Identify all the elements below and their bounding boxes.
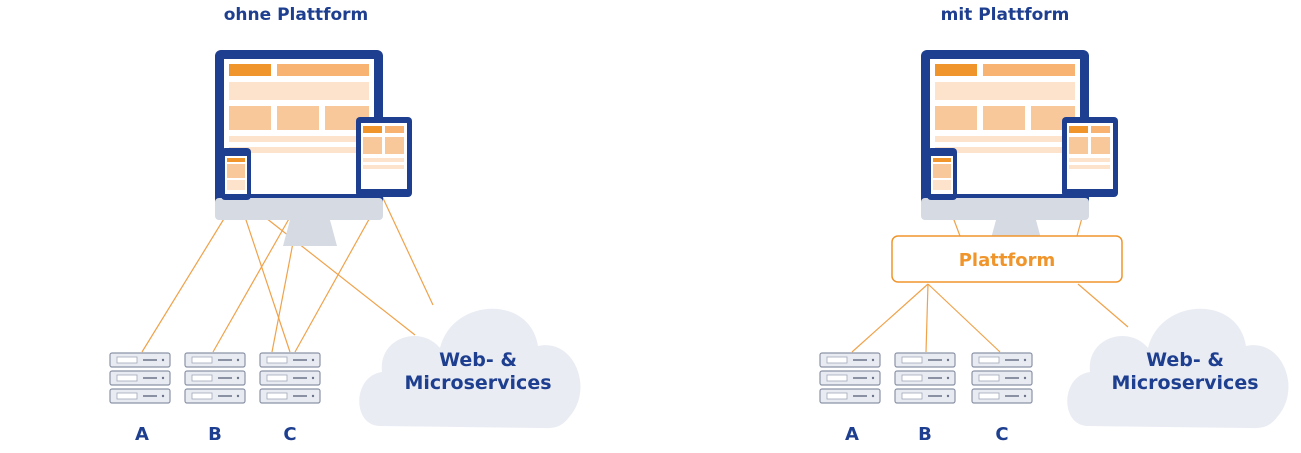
cloud-label-line2: Microservices bbox=[404, 372, 551, 394]
device-group bbox=[921, 50, 1118, 246]
server-rack-b bbox=[185, 353, 245, 403]
title-without-platform: ohne Plattform bbox=[224, 5, 369, 25]
server-label-c: C bbox=[283, 424, 296, 445]
connection-lines bbox=[851, 195, 1129, 353]
server-label-b: B bbox=[918, 424, 932, 445]
server-rack-b bbox=[895, 353, 955, 403]
cloud-label-line2: Microservices bbox=[1111, 372, 1258, 394]
diagram-with-platform: mit Plattform Plattform A B C Web bbox=[820, 5, 1289, 445]
server-label-a: A bbox=[135, 424, 149, 445]
cloud-label-line1: Web- & bbox=[439, 349, 517, 371]
server-rack-a bbox=[820, 353, 880, 403]
platform-label: Plattform bbox=[959, 250, 1056, 271]
server-label-a: A bbox=[845, 424, 859, 445]
diagram-without-platform: ohne Plattform A B C Web- & Microservice… bbox=[110, 5, 581, 445]
server-rack-c bbox=[260, 353, 320, 403]
server-rack-c bbox=[972, 353, 1032, 403]
server-label-b: B bbox=[208, 424, 222, 445]
server-rack-a bbox=[110, 353, 170, 403]
cloud-label-line1: Web- & bbox=[1146, 349, 1224, 371]
device-group bbox=[215, 50, 412, 246]
platform-box: Plattform bbox=[891, 235, 1123, 283]
server-label-c: C bbox=[995, 424, 1008, 445]
title-with-platform: mit Plattform bbox=[941, 5, 1070, 25]
